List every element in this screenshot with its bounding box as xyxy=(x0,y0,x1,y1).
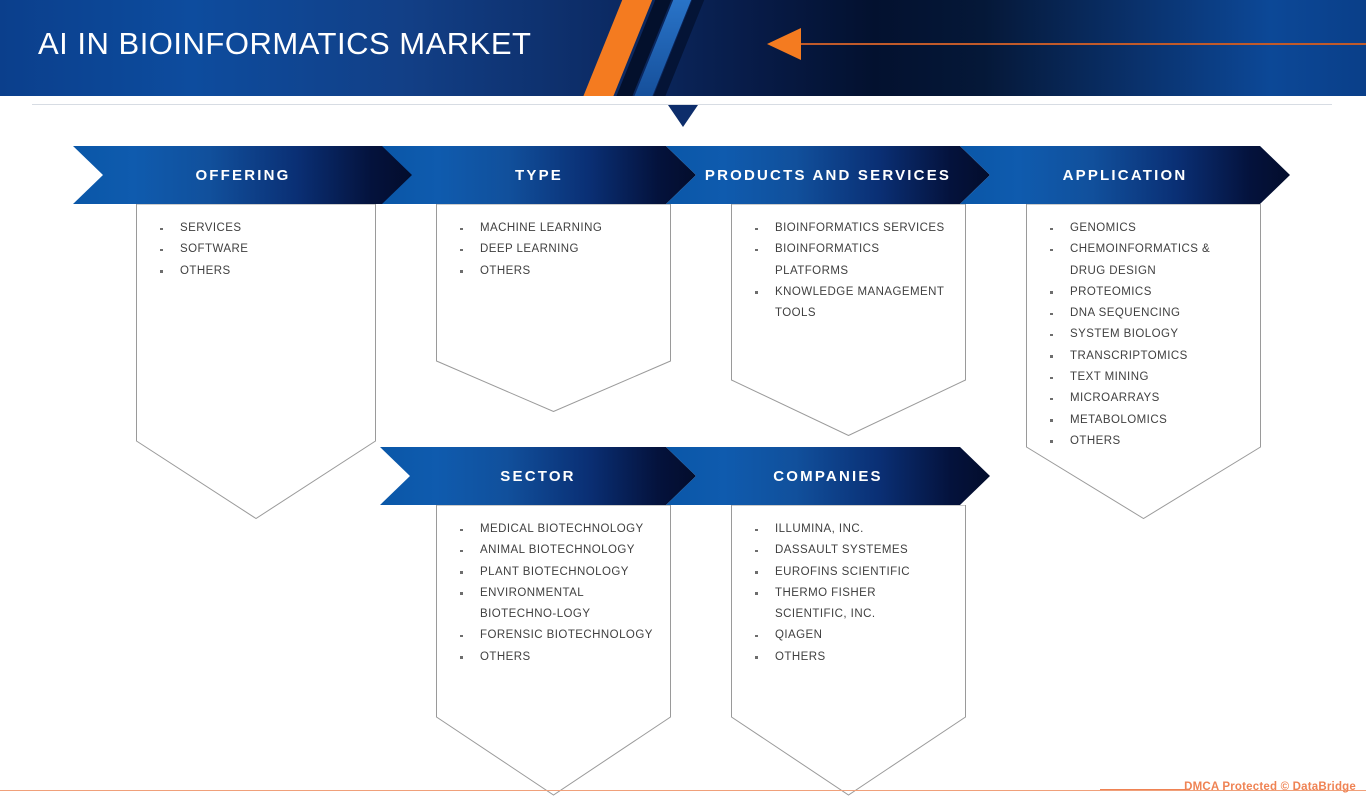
list-item: SERVICES xyxy=(158,218,360,239)
header-underline xyxy=(32,104,1332,105)
list-item: GENOMICS xyxy=(1048,218,1245,239)
segment-banner-sector[interactable]: SECTOR xyxy=(380,447,696,505)
header-arrow-line xyxy=(800,43,1366,45)
segment-title-type: TYPE xyxy=(515,166,563,184)
list-item: KNOWLEDGE MANAGEMENT TOOLS xyxy=(753,282,950,325)
list-item: OTHERS xyxy=(158,261,360,282)
segment-banner-offering[interactable]: OFFERING xyxy=(73,146,413,204)
list-item: BIOINFORMATICS PLATFORMS xyxy=(753,239,950,282)
list-item: DNA SEQUENCING xyxy=(1048,303,1245,324)
segment-body-sector: MEDICAL BIOTECHNOLOGY ANIMAL BIOTECHNOLO… xyxy=(436,505,671,808)
segment-banner-companies[interactable]: COMPANIES xyxy=(666,447,990,505)
chevron-down-icon xyxy=(668,105,698,127)
list-item: METABOLOMICS xyxy=(1048,410,1245,431)
list-item: QIAGEN xyxy=(753,625,950,646)
pentagon-outline-icon xyxy=(1026,204,1261,519)
segment-body-offering: SERVICES SOFTWARE OTHERS xyxy=(136,204,376,519)
segment-title-application: APPLICATION xyxy=(1062,166,1188,184)
list-item: OTHERS xyxy=(753,647,950,668)
list-item: DASSAULT SYSTEMES xyxy=(753,540,950,561)
segment-body-application: GENOMICS CHEMOINFORMATICS & DRUG DESIGN … xyxy=(1026,204,1261,519)
segment-body-products-and-services: BIOINFORMATICS SERVICES BIOINFORMATICS P… xyxy=(731,204,966,436)
page-header: AI IN BIOINFORMATICS MARKET xyxy=(0,0,1366,96)
list-item: ANIMAL BIOTECHNOLOGY xyxy=(458,540,655,561)
list-item: SOFTWARE xyxy=(158,239,360,260)
pentagon-outline-icon xyxy=(731,505,966,796)
list-item: MACHINE LEARNING xyxy=(458,218,655,239)
list-item: DEEP LEARNING xyxy=(458,239,655,260)
list-item: OTHERS xyxy=(458,647,655,668)
segment-banner-products-and-services[interactable]: PRODUCTS AND SERVICES xyxy=(666,146,990,204)
segment-banner-type[interactable]: TYPE xyxy=(382,146,696,204)
list-item: TRANSCRIPTOMICS xyxy=(1048,346,1245,367)
list-item: OTHERS xyxy=(1048,431,1245,452)
segment-list-companies: ILLUMINA, INC. DASSAULT SYSTEMES EUROFIN… xyxy=(731,505,966,668)
footer-rule xyxy=(0,790,1366,791)
footer-dash xyxy=(1100,789,1190,790)
segment-title-sector: SECTOR xyxy=(500,467,576,485)
pentagon-outline-icon xyxy=(136,204,376,519)
page-title: AI IN BIOINFORMATICS MARKET xyxy=(38,26,532,61)
pentagon-outline-icon xyxy=(436,505,671,796)
segment-list-products-and-services: BIOINFORMATICS SERVICES BIOINFORMATICS P… xyxy=(731,204,966,324)
list-item: EUROFINS SCIENTIFIC xyxy=(753,562,950,583)
segment-body-companies: ILLUMINA, INC. DASSAULT SYSTEMES EUROFIN… xyxy=(731,505,966,808)
pentagon-outline-icon xyxy=(731,204,966,436)
list-item: MICROARRAYS xyxy=(1048,388,1245,409)
list-item: ENVIRONMENTAL BIOTECHNO-LOGY xyxy=(458,583,655,626)
footer-copyright: DMCA Protected © DataBridge xyxy=(1184,781,1356,793)
segment-title-products-and-services: PRODUCTS AND SERVICES xyxy=(704,166,952,184)
segment-title-offering: OFFERING xyxy=(195,166,291,184)
pentagon-outline-icon xyxy=(436,204,671,412)
list-item: FORENSIC BIOTECHNOLOGY xyxy=(458,625,655,646)
list-item: ILLUMINA, INC. xyxy=(753,519,950,540)
list-item: OTHERS xyxy=(458,261,655,282)
list-item: THERMO FISHER SCIENTIFIC, INC. xyxy=(753,583,950,626)
segment-list-application: GENOMICS CHEMOINFORMATICS & DRUG DESIGN … xyxy=(1026,204,1261,452)
segment-list-type: MACHINE LEARNING DEEP LEARNING OTHERS xyxy=(436,204,671,282)
segment-list-sector: MEDICAL BIOTECHNOLOGY ANIMAL BIOTECHNOLO… xyxy=(436,505,671,668)
segment-list-offering: SERVICES SOFTWARE OTHERS xyxy=(136,204,376,282)
list-item: PLANT BIOTECHNOLOGY xyxy=(458,562,655,583)
segment-title-companies: COMPANIES xyxy=(773,467,883,485)
left-arrow-icon xyxy=(767,28,801,60)
segment-body-type: MACHINE LEARNING DEEP LEARNING OTHERS xyxy=(436,204,671,412)
list-item: BIOINFORMATICS SERVICES xyxy=(753,218,950,239)
list-item: SYSTEM BIOLOGY xyxy=(1048,324,1245,345)
list-item: MEDICAL BIOTECHNOLOGY xyxy=(458,519,655,540)
list-item: TEXT MINING xyxy=(1048,367,1245,388)
list-item: PROTEOMICS xyxy=(1048,282,1245,303)
list-item: CHEMOINFORMATICS & DRUG DESIGN xyxy=(1048,239,1245,282)
segment-banner-application[interactable]: APPLICATION xyxy=(960,146,1290,204)
